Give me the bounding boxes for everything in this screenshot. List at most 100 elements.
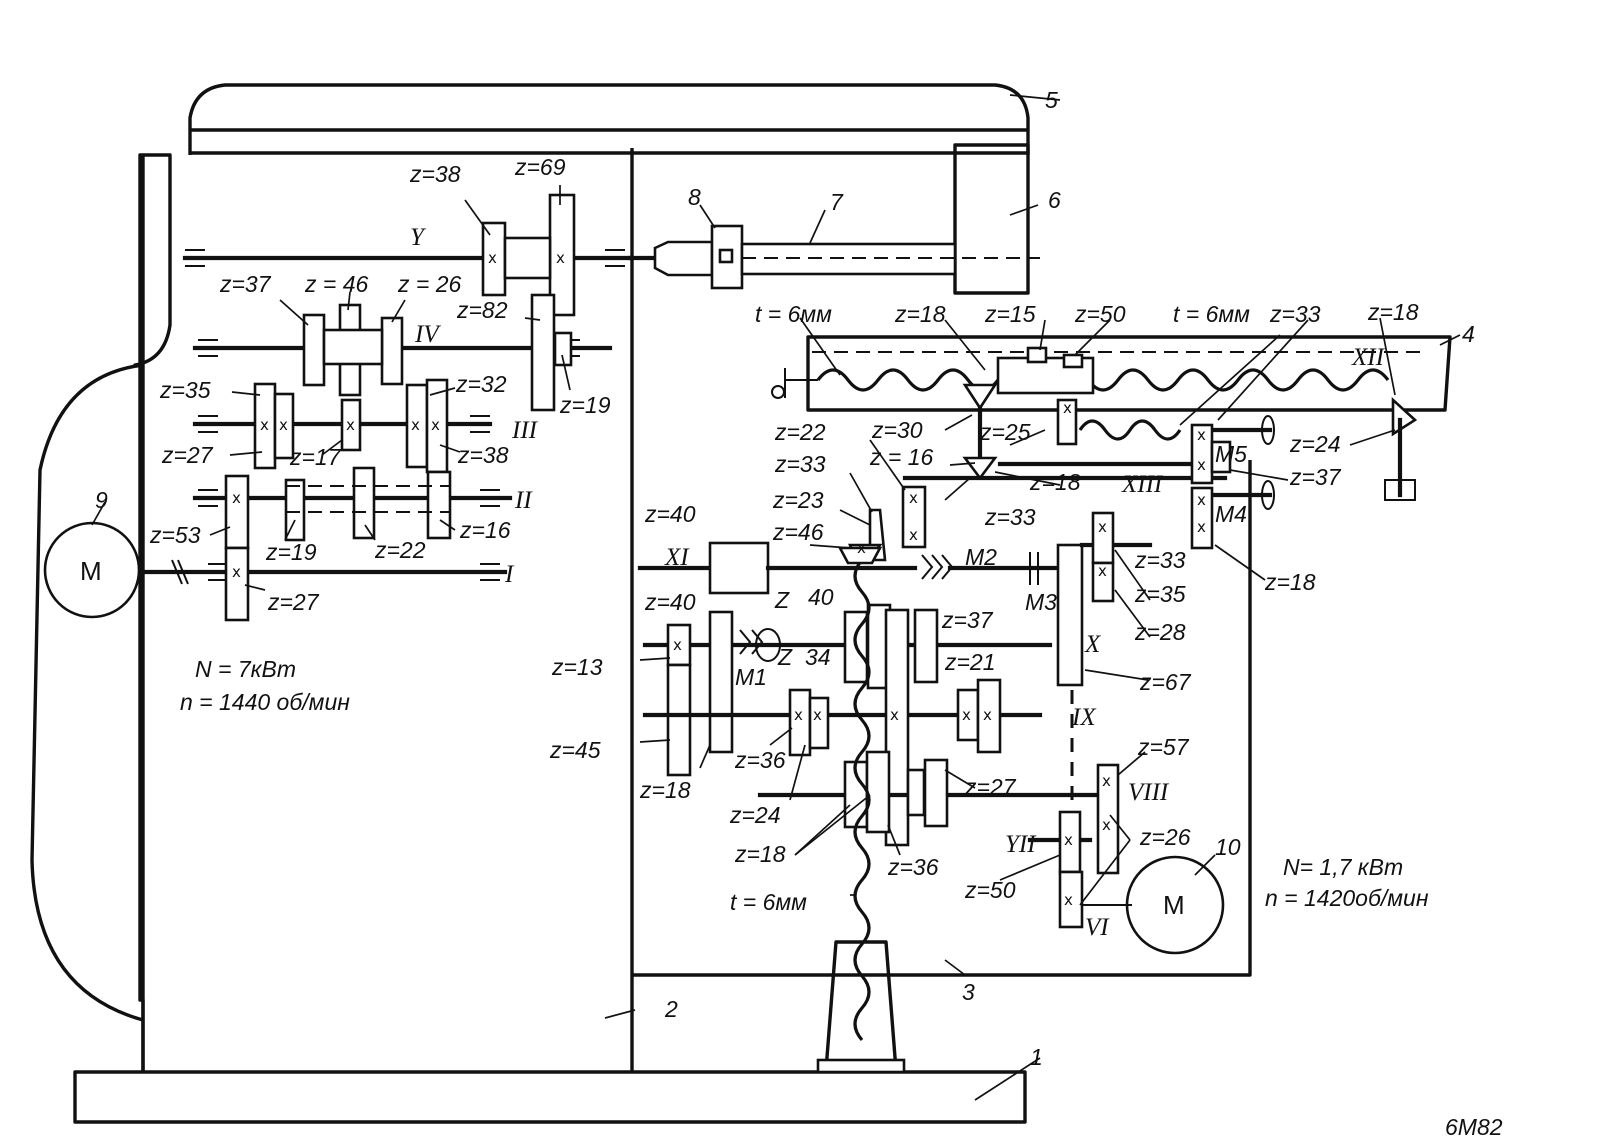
svg-text:x: x: [411, 416, 420, 434]
label-z18-right: z=18: [1367, 299, 1419, 325]
shaft-label-VIII: VIII: [1128, 779, 1170, 806]
svg-text:x: x: [346, 416, 355, 434]
svg-text:x: x: [890, 706, 899, 724]
gear-z17-iii: [340, 398, 362, 452]
gear-z16-ii: [426, 470, 452, 540]
label-z18-xiii: z=18: [1029, 469, 1081, 495]
part-number-2: 2: [664, 996, 678, 1022]
label-z28: z=28: [1134, 619, 1186, 645]
gear-z22: [901, 485, 927, 549]
lift-screw: [853, 558, 871, 1042]
feed-motor-power: N= 1,7 кВт: [1283, 854, 1403, 880]
shaft-label-YII: YII: [1005, 831, 1037, 858]
main-motor-power: N = 7кВт: [195, 656, 296, 682]
label-34: 34: [805, 644, 831, 670]
lift-screw-column: [824, 940, 898, 1072]
label-z24-low: z=24: [729, 802, 781, 828]
motor-housing: [30, 363, 144, 1022]
svg-text:x: x: [1098, 562, 1107, 580]
gear-z53-ii: [224, 474, 250, 550]
part-number-6: 6: [1048, 187, 1061, 213]
svg-text:x: x: [673, 636, 682, 654]
svg-text:x: x: [813, 706, 822, 724]
label-z37-right: z=37: [1289, 464, 1342, 490]
label-z18-table: z=18: [894, 301, 946, 327]
gear-z27-iii: [273, 392, 295, 460]
label-z82-iv: z=82: [456, 297, 508, 323]
gear-z18-b: [865, 750, 891, 834]
arbor-assembly: [653, 224, 1040, 290]
svg-text:x: x: [1063, 399, 1072, 417]
svg-text:x: x: [488, 249, 497, 267]
label-z36-low: z=36: [887, 854, 939, 880]
shaft-label-XIII: XIII: [1121, 471, 1164, 498]
gear-z50-vii: [1058, 870, 1084, 929]
main-motor: M: [43, 521, 141, 619]
label-z33-right: z=33: [1134, 547, 1186, 573]
table: [806, 335, 1452, 412]
label-z21: z=21: [944, 649, 996, 675]
gear-z22-ii: [352, 466, 376, 540]
label-z27-iii: z=27: [161, 442, 214, 468]
label-z19-ii: z=19: [265, 539, 317, 565]
svg-text:x: x: [1098, 518, 1107, 536]
svg-text:x: x: [556, 249, 565, 267]
label-z26-iv: z = 26: [397, 271, 462, 297]
part-number-3: 3: [962, 979, 975, 1005]
label-z18-m4: z=18: [1264, 569, 1316, 595]
svg-text:x: x: [1197, 491, 1206, 509]
gear-z19-ii: [284, 478, 306, 542]
part-number-10: 10: [1215, 834, 1241, 860]
label-z37-x: z=37: [941, 607, 994, 633]
label-z32-iii: z=32: [455, 371, 507, 397]
svg-text:x: x: [1102, 772, 1111, 790]
feed-motor-speed: n = 1420об/мин: [1265, 885, 1429, 911]
gear-z57: [1096, 763, 1120, 875]
label-z46: z=46: [772, 519, 824, 545]
label-z30: z=30: [871, 417, 923, 443]
svg-text:x: x: [1197, 518, 1206, 536]
svg-text:x: x: [1197, 456, 1206, 474]
svg-text:x: x: [1197, 426, 1206, 444]
labels: 5 6 7 8 4 9 10 1 2 3 III II I IV Y IX X …: [95, 87, 1503, 1140]
overarm: [188, 83, 1030, 155]
label-z27-viii: z=27: [964, 774, 1017, 800]
gear-z26-iv: [380, 316, 404, 386]
clutch-M3: M3: [1025, 589, 1057, 615]
label-z57: z=57: [1137, 734, 1190, 760]
label-z53-ii: z=53: [149, 522, 201, 548]
gear-z28: [1091, 561, 1115, 603]
svg-text:x: x: [260, 416, 269, 434]
label-z40-top: z=40: [644, 501, 696, 527]
shaft-label-III: III: [511, 417, 539, 444]
main-motor-symbol: M: [80, 556, 102, 586]
label-z33-mid: z=33: [984, 504, 1036, 530]
label-z27-i: z=27: [267, 589, 320, 615]
gear-z27-viii: [923, 758, 949, 828]
svg-text:x: x: [431, 416, 440, 434]
gear-z82-iv: [530, 293, 556, 412]
svg-text:x: x: [1102, 816, 1111, 834]
label-z-letter-a: Z: [774, 587, 790, 613]
gear-z27-i: [224, 546, 250, 622]
label-z22: z=22: [774, 419, 826, 445]
label-z26: z=26: [1139, 824, 1191, 850]
label-z38-iii: z=38: [457, 442, 509, 468]
shaft-label-IV: IV: [414, 321, 441, 348]
part-number-1: 1: [1030, 1044, 1043, 1070]
pitch-label-right: t = 6мм: [1173, 301, 1250, 327]
gearbox-block: [708, 541, 770, 595]
label-z16: z = 16: [869, 444, 934, 470]
shaft-label-XI: XI: [664, 544, 690, 571]
shaft-label-IX: IX: [1071, 704, 1097, 731]
label-z46-iv: z = 46: [304, 271, 369, 297]
svg-text:x: x: [909, 489, 918, 507]
label-z17-iii: z=17: [289, 444, 342, 470]
label-z-letter-b: Z: [777, 644, 793, 670]
label-z69-v: z=69: [514, 154, 566, 180]
label-z18-low: z=18: [639, 777, 691, 803]
shaft-label-I: I: [504, 561, 515, 588]
gear-z19-iv: [553, 331, 573, 367]
shaft-label-X: X: [1084, 631, 1102, 658]
